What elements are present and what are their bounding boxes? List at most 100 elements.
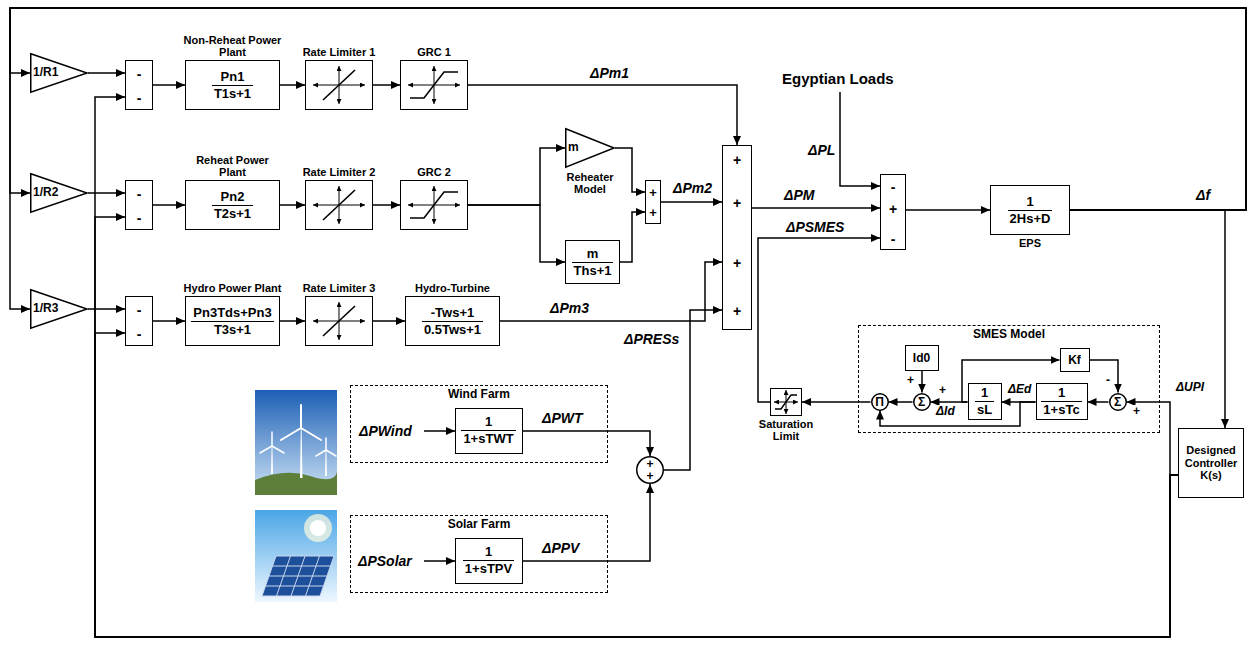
signal-wire xyxy=(523,484,651,561)
summing-junction: ++++ xyxy=(722,145,752,330)
triangle-shape xyxy=(566,129,614,168)
tf-numerator: Pn1 xyxy=(212,70,253,84)
signal-label: ΔPM xyxy=(782,187,816,203)
sky xyxy=(255,390,337,495)
region-heading: Wind Farm xyxy=(351,388,607,401)
summing-circle: Σ xyxy=(913,393,931,411)
sign-symbol: + xyxy=(723,255,751,271)
signal-label: ΔId xyxy=(934,405,957,419)
solar-input-wire xyxy=(424,560,455,562)
block-heading: EPS xyxy=(990,237,1070,249)
transfer-function-box: Non-Reheat Power PlantPn1T1s+1 xyxy=(185,60,280,110)
gain-triangle: 1/R1 xyxy=(30,53,88,93)
signal-label: ΔPRESs xyxy=(622,331,681,347)
rate-limiter-symbol xyxy=(313,186,365,224)
rate-limiter-block: Rate Limiter 2 xyxy=(305,180,373,230)
sign-symbol: - xyxy=(126,210,152,226)
fraction: Pn2T2s+1 xyxy=(212,190,253,221)
circle-shape xyxy=(871,393,888,410)
grc-block: GRC 1 xyxy=(400,60,468,110)
block-heading: GRC 1 xyxy=(399,46,469,58)
signal-wire xyxy=(373,84,400,86)
transfer-function-box: Hydro-Turbine-Tws+10.5Tws+1 xyxy=(405,296,500,346)
sign-symbol: - xyxy=(126,302,152,318)
block-heading: Saturation Limit xyxy=(751,418,821,442)
gain-value: 1/R3 xyxy=(33,302,58,315)
sign-symbol: - xyxy=(126,326,152,342)
block-symbol: Π xyxy=(875,396,884,408)
fraction: 11+sTWT xyxy=(461,415,515,446)
signal-wire xyxy=(95,333,1178,637)
tf-denominator: 1+sTWT xyxy=(461,432,515,446)
sign-symbol: - xyxy=(881,231,905,247)
tf-numerator: 1 xyxy=(463,545,514,559)
wind-farm-picture xyxy=(255,390,337,495)
signal-label: Δf xyxy=(1194,187,1212,203)
sign-symbol: + xyxy=(1131,405,1142,419)
multiplier-circle: Π xyxy=(871,393,889,411)
signal-wire xyxy=(802,401,871,403)
signal-wire xyxy=(1090,360,1119,393)
fraction: 11+sTPV xyxy=(463,545,514,576)
signal-wire xyxy=(615,148,645,192)
turbine-blades xyxy=(281,405,321,440)
sign-symbol: + xyxy=(646,205,660,221)
fraction-bar xyxy=(212,205,253,206)
load-label: Egyptian Loads xyxy=(780,70,896,87)
sun-glow xyxy=(304,514,332,542)
constant-box: Id0 xyxy=(905,345,939,371)
signal-wire xyxy=(500,262,722,321)
sign-symbol: - xyxy=(1104,374,1112,388)
signal-wire xyxy=(661,201,722,203)
signal-wire xyxy=(906,209,990,211)
gain-value: 1/R1 xyxy=(33,66,58,79)
signal-wire xyxy=(758,238,880,402)
sun xyxy=(310,520,326,536)
signal-label: ΔPPV xyxy=(540,540,581,556)
tf-numerator: -Tws+1 xyxy=(422,306,483,320)
summing-junction: -- xyxy=(125,60,153,110)
signal-label: ΔEd xyxy=(1006,383,1033,397)
sign-symbol: - xyxy=(126,66,152,82)
fraction-bar xyxy=(191,321,273,322)
block-symbol: Id0 xyxy=(913,352,930,364)
tf-numerator: Pn3Tds+Pn3 xyxy=(191,306,273,320)
block-symbol: Σ xyxy=(918,396,925,408)
signal-wire xyxy=(752,207,880,209)
signal-wire xyxy=(921,371,923,393)
signal-wire xyxy=(468,205,565,262)
grc-symbol xyxy=(408,66,460,104)
block-heading: Reheater Model xyxy=(554,171,626,195)
circle-shape xyxy=(1109,393,1126,410)
tf-denominator: Ths+1 xyxy=(572,264,614,278)
transfer-function-box: 11+sTPV xyxy=(455,538,523,584)
block-symbol: Σ xyxy=(1114,396,1121,408)
tf-denominator: sL xyxy=(975,403,994,417)
sign-symbol: - xyxy=(881,179,905,195)
signal-wire xyxy=(889,401,913,403)
fraction-bar xyxy=(422,321,483,322)
tf-denominator: 1+sTc xyxy=(1041,403,1081,417)
dashed-region: Id0KfΣ1sL11+sTcΣΠSMES Model xyxy=(858,325,1160,433)
sign-symbol: + xyxy=(723,195,751,211)
controller-box: Designed Controller K(s) xyxy=(1178,428,1244,498)
transfer-function-box: 1 sL xyxy=(968,383,1002,420)
transfer-function-box: 11+sTWT xyxy=(455,408,523,454)
fraction-bar xyxy=(1008,210,1053,211)
sign-symbol: + xyxy=(646,185,660,201)
triangle-shape xyxy=(31,54,87,93)
tf-numerator: 1 xyxy=(975,386,994,400)
tf-denominator: T1s+1 xyxy=(212,87,253,101)
signal-label: ΔPm1 xyxy=(588,65,631,81)
signal-wire xyxy=(88,308,125,310)
rate-limiter-symbol xyxy=(313,66,365,104)
block-heading: Non-Reheat Power Plant xyxy=(183,34,283,58)
sign-symbol: + xyxy=(905,374,916,388)
signal-name: ΔPWind xyxy=(357,423,414,439)
fraction: 12Hs+D xyxy=(1008,195,1053,226)
turbine-blades xyxy=(260,432,284,453)
block-heading: Rate Limiter 3 xyxy=(291,282,387,294)
fraction: 11+sTc xyxy=(1041,386,1081,417)
rate-limiter-symbol xyxy=(313,302,365,340)
signal-wire xyxy=(280,84,305,86)
